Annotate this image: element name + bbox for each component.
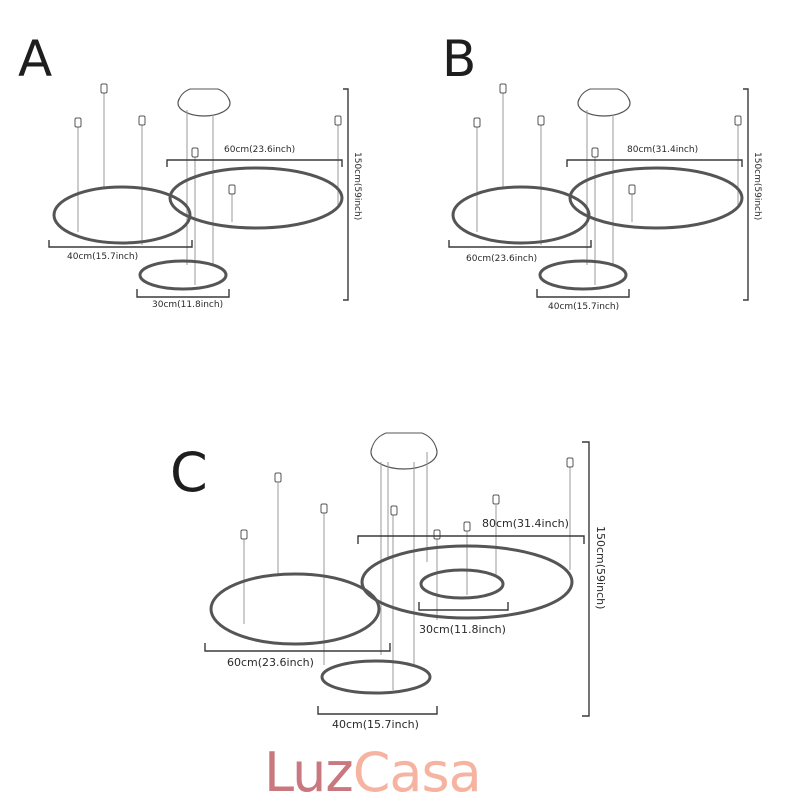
ring-a-30 bbox=[138, 259, 228, 291]
variant-b-drawing bbox=[448, 83, 749, 301]
dimension-label-a-ring2: 60cm(23.6inch) bbox=[224, 145, 296, 155]
ceiling-canopy-c bbox=[370, 432, 438, 470]
ceiling-canopy-b bbox=[577, 88, 631, 117]
variant-label-b: B bbox=[442, 30, 477, 88]
brand-logo: LuzCasa bbox=[264, 746, 482, 800]
brand-logo-part2: Casa bbox=[352, 741, 482, 804]
ring-c-40 bbox=[320, 659, 432, 695]
dimension-label-c-ring4: 40cm(15.7inch) bbox=[332, 718, 419, 731]
height-label-a: 150cm(59inch) bbox=[352, 152, 362, 221]
dimension-label-b-ring1: 60cm(23.6inch) bbox=[466, 254, 538, 264]
variant-c-drawing bbox=[204, 432, 590, 717]
dimension-label-c-ring2: 80cm(31.4inch) bbox=[482, 517, 569, 530]
height-label-c: 150cm(59inch) bbox=[594, 526, 607, 610]
dimension-label-b-ring3: 40cm(15.7inch) bbox=[548, 302, 620, 312]
ring-b-80 bbox=[568, 166, 744, 230]
ring-a-40 bbox=[52, 185, 192, 245]
height-label-b: 150cm(59inch) bbox=[752, 152, 762, 221]
ring-c-60 bbox=[209, 572, 381, 646]
dimension-label-a-ring1: 40cm(15.7inch) bbox=[67, 252, 139, 262]
ring-b-60 bbox=[451, 185, 591, 245]
dimension-label-c-ring3: 30cm(11.8inch) bbox=[419, 623, 506, 636]
brand-logo-part1: Luz bbox=[264, 741, 354, 804]
ring-b-40 bbox=[538, 259, 628, 291]
variant-label-a: A bbox=[18, 30, 53, 88]
ring-c-80 bbox=[360, 544, 574, 620]
ceiling-canopy-a bbox=[177, 88, 231, 117]
variant-a-drawing bbox=[48, 83, 349, 301]
variant-label-c: C bbox=[170, 441, 208, 504]
dimension-label-b-ring2: 80cm(31.4inch) bbox=[627, 145, 699, 155]
dimension-label-a-ring3: 30cm(11.8inch) bbox=[152, 300, 224, 310]
dimension-label-c-ring1: 60cm(23.6inch) bbox=[227, 656, 314, 669]
ring-c-30 bbox=[419, 568, 505, 600]
ring-a-60 bbox=[168, 166, 344, 230]
